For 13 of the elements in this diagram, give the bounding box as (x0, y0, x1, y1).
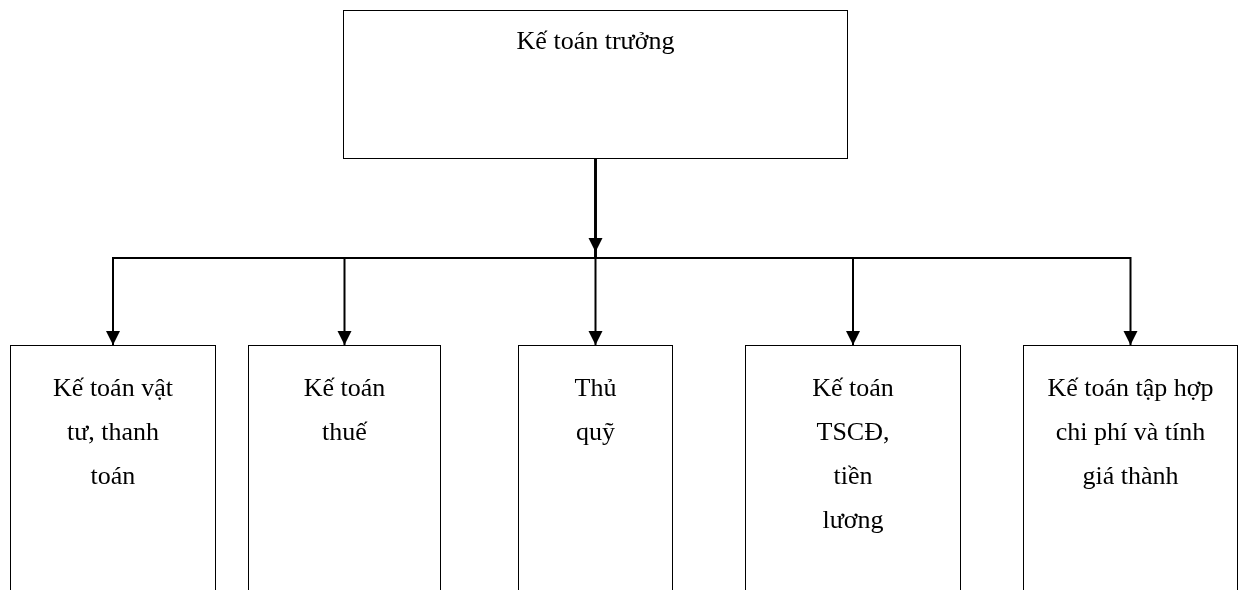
box-label: Kế toán TSCĐ, tiền lương (811, 372, 895, 536)
box-label: Kế toán thuế (302, 372, 387, 448)
box-label: Kế toán trưởng (515, 25, 676, 57)
connector-arrow (594, 158, 1138, 346)
department-box (1023, 345, 1238, 590)
box-label: Kế toán vật tư, thanh toán (52, 372, 174, 492)
department-box (518, 345, 673, 590)
manager-box (343, 10, 848, 159)
department-box (248, 345, 441, 590)
box-label: Thủ quỹ (573, 372, 618, 448)
box-label: Kế toán tập hợp chi phí và tính giá thành (1046, 372, 1215, 492)
department-box (745, 345, 961, 590)
department-box (10, 345, 216, 590)
